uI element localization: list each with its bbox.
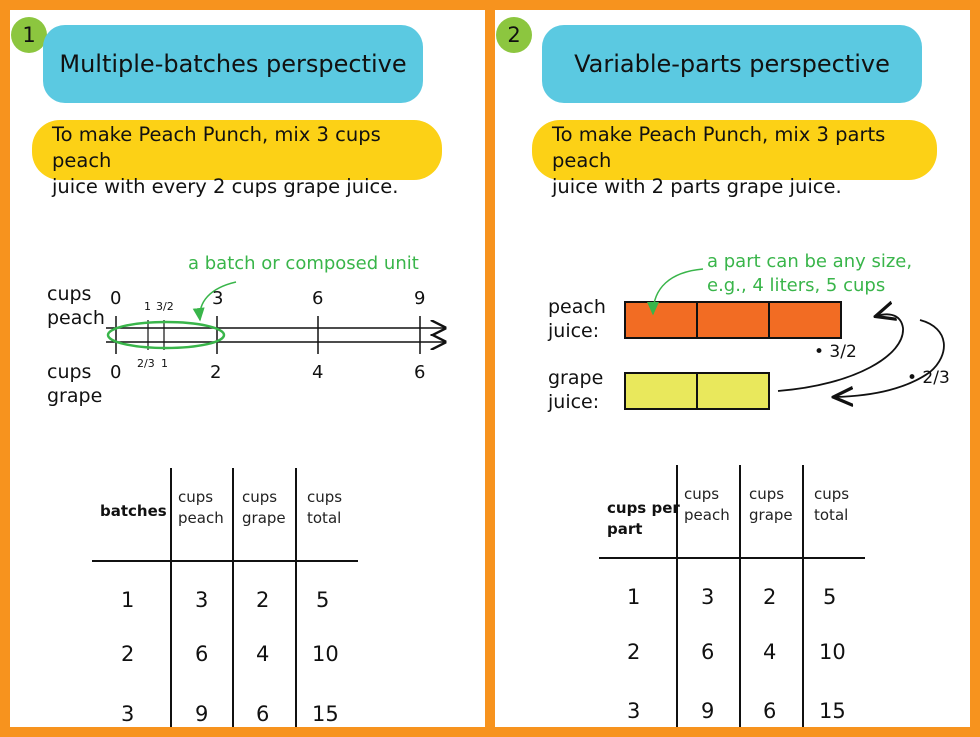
table-cell: 15 bbox=[819, 699, 846, 723]
panel-title: Variable-parts perspective bbox=[542, 25, 922, 103]
grape-tick-label: 0 bbox=[110, 362, 122, 383]
panel-number-badge: 2 bbox=[496, 17, 532, 53]
peach-small-tick-label: 3/2 bbox=[156, 300, 174, 313]
instruction-line-1: To make Peach Punch, mix 3 cups peach bbox=[52, 123, 381, 172]
scale-up-arrow bbox=[777, 314, 904, 392]
table-cell: 3 bbox=[627, 699, 641, 723]
peach-tick-label: 0 bbox=[110, 288, 122, 309]
table-cell: 1 bbox=[121, 588, 135, 612]
instruction-line-2: juice with every 2 cups grape juice. bbox=[52, 175, 399, 198]
table-cell: 15 bbox=[312, 702, 339, 726]
peach-tick-label: 9 bbox=[414, 288, 426, 309]
grape-small-tick-label: 2/3 bbox=[137, 357, 155, 370]
table-cell: 3 bbox=[701, 585, 715, 609]
table-cell: 1 bbox=[627, 585, 641, 609]
instruction-box: To make Peach Punch, mix 3 parts peach j… bbox=[532, 120, 937, 198]
peach-tick-label: 6 bbox=[312, 288, 324, 309]
table-cell: 5 bbox=[823, 585, 837, 609]
grape-small-tick-label: 1 bbox=[161, 357, 168, 370]
grape-part bbox=[696, 372, 770, 410]
panel-multiple-batches: 1 Multiple-batches perspective To make P… bbox=[10, 10, 485, 727]
peach-part bbox=[768, 301, 842, 339]
annotation-arrow bbox=[192, 281, 237, 322]
part-annotation: a part can be any size,e.g., 4 liters, 5… bbox=[707, 251, 913, 296]
table-cell: 9 bbox=[701, 699, 715, 723]
instruction-line-1: To make Peach Punch, mix 3 parts peach bbox=[552, 123, 886, 172]
panel-number-badge: 1 bbox=[11, 17, 47, 53]
batch-ellipse bbox=[106, 320, 226, 350]
table-cell: 3 bbox=[121, 702, 135, 726]
peach-part bbox=[624, 301, 698, 339]
table-cell: 6 bbox=[701, 640, 715, 664]
table-cell: 4 bbox=[763, 640, 777, 664]
grape-tick-label: 4 bbox=[312, 362, 324, 383]
grape-tick-label: 6 bbox=[414, 362, 426, 383]
double-number-line-diagram bbox=[106, 281, 485, 354]
table-cell: 10 bbox=[312, 642, 339, 666]
peach-small-tick-label: 1 bbox=[144, 300, 151, 313]
table-cell: 6 bbox=[763, 699, 777, 723]
table-header-batches: batches bbox=[100, 502, 167, 520]
table-cell: 2 bbox=[763, 585, 777, 609]
scale-down-arrow bbox=[835, 319, 945, 397]
grape-tick-label: 2 bbox=[210, 362, 222, 383]
table-cell: 2 bbox=[256, 588, 270, 612]
table-cell: 6 bbox=[195, 642, 209, 666]
scaling-arrows bbox=[599, 268, 945, 727]
factor-label-down: • 2/3 bbox=[907, 368, 950, 388]
table-cell: 10 bbox=[819, 640, 846, 664]
annotation-arrow bbox=[647, 268, 704, 316]
batch-annotation: a batch or composed unit bbox=[188, 253, 419, 274]
table-cell: 9 bbox=[195, 702, 209, 726]
table-cell: 6 bbox=[256, 702, 270, 726]
peach-tick-label: 3 bbox=[212, 288, 224, 309]
table-cell: 5 bbox=[316, 588, 330, 612]
instruction-line-2: juice with 2 parts grape juice. bbox=[552, 175, 842, 198]
panel-variable-parts: 2 Variable-parts perspective To make Pea… bbox=[495, 10, 970, 727]
factor-label-up: • 3/2 bbox=[814, 342, 857, 362]
panel-title: Multiple-batches perspective bbox=[43, 25, 423, 103]
peach-part bbox=[696, 301, 770, 339]
ratio-table-lines bbox=[92, 468, 358, 727]
table-cell: 2 bbox=[121, 642, 135, 666]
table-cell: 2 bbox=[627, 640, 641, 664]
grape-part bbox=[624, 372, 698, 410]
instruction-box: To make Peach Punch, mix 3 cups peach ju… bbox=[32, 120, 442, 198]
table-cell: 3 bbox=[195, 588, 209, 612]
table-cell: 4 bbox=[256, 642, 270, 666]
